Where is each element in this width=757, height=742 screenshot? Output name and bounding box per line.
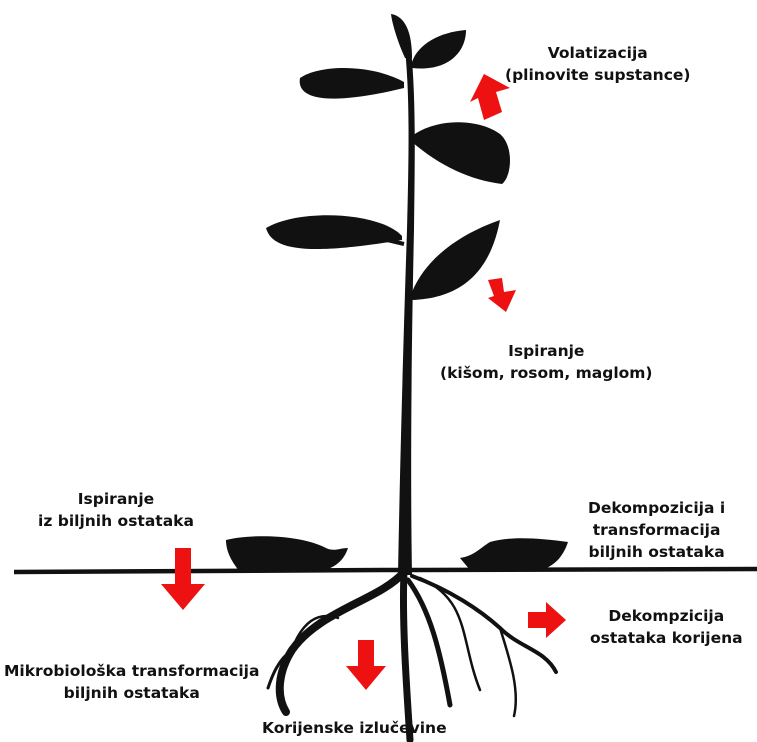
label-root-exudates: Korijenske izlučevine bbox=[262, 717, 447, 739]
leaf-upper-left bbox=[300, 68, 404, 99]
leaf-top-right bbox=[412, 30, 466, 69]
label-volatilization: Volatizacija (plinovite supstance) bbox=[505, 42, 691, 86]
label-volatilization-line2: (plinovite supstance) bbox=[505, 64, 691, 86]
label-decomposition-roots-line2: ostataka korijena bbox=[590, 627, 743, 649]
label-leaching-residues: Ispiranje iz biljnih ostataka bbox=[38, 488, 194, 532]
label-leaching-residues-line2: iz biljnih ostataka bbox=[38, 510, 194, 532]
label-leaching-leaves-line2: (kišom, rosom, maglom) bbox=[440, 362, 653, 384]
residue-left bbox=[226, 536, 348, 572]
label-decomposition-residues: Dekompozicija i transformacija biljnih o… bbox=[588, 497, 725, 563]
arrow-leaching-residues bbox=[161, 548, 205, 610]
label-decomposition-residues-line2: transformacija bbox=[588, 519, 725, 541]
label-microbial: Mikrobiološka transformacija biljnih ost… bbox=[4, 660, 259, 704]
arrow-root-exudates bbox=[346, 640, 386, 690]
label-decomposition-residues-line3: biljnih ostataka bbox=[588, 541, 725, 563]
leaf-lower-right bbox=[412, 220, 500, 300]
label-decomposition-roots: Dekompzicija ostataka korijena bbox=[590, 605, 743, 649]
leaf-mid-left bbox=[266, 215, 402, 249]
label-leaching-leaves: Ispiranje (kišom, rosom, maglom) bbox=[440, 340, 653, 384]
arrow-decomposition-roots bbox=[528, 602, 566, 638]
label-leaching-leaves-line1: Ispiranje bbox=[440, 340, 653, 362]
arrow-volatilization bbox=[470, 74, 510, 120]
plant-roots bbox=[268, 572, 556, 740]
label-leaching-residues-line1: Ispiranje bbox=[38, 488, 194, 510]
label-microbial-line1: Mikrobiološka transformacija bbox=[4, 660, 259, 682]
label-microbial-line2: biljnih ostataka bbox=[4, 682, 259, 704]
label-decomposition-roots-line1: Dekompzicija bbox=[590, 605, 743, 627]
label-root-exudates-line1: Korijenske izlučevine bbox=[262, 717, 447, 739]
terminal-bud bbox=[391, 14, 412, 58]
residue-right bbox=[460, 538, 568, 570]
arrow-leaching-leaves bbox=[488, 278, 516, 312]
ground-line bbox=[14, 569, 757, 572]
plant-stem bbox=[398, 40, 415, 575]
label-volatilization-line1: Volatizacija bbox=[505, 42, 691, 64]
label-decomposition-residues-line1: Dekompozicija i bbox=[588, 497, 725, 519]
